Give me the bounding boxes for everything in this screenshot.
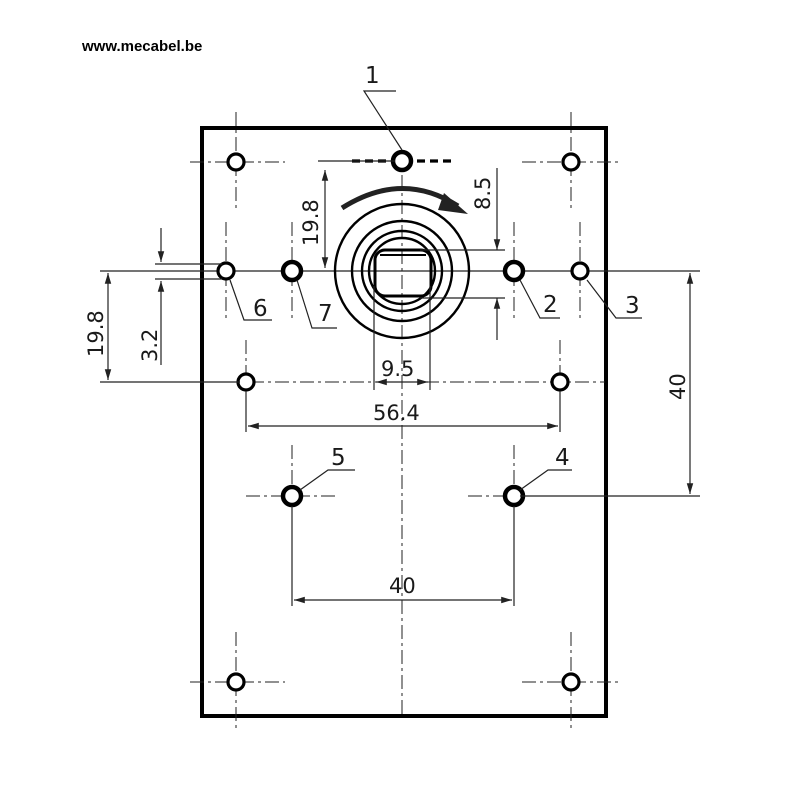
central-shaft — [333, 202, 471, 340]
callout-1: 1 — [365, 63, 380, 89]
dim-9-5: 9.5 — [381, 357, 414, 381]
corner-hole-top-right — [561, 152, 581, 172]
site-url[interactable]: www.mecabel.be — [82, 38, 203, 55]
corner-hole-bottom-left — [226, 672, 246, 692]
rotation-arrowhead — [438, 193, 468, 214]
corner-hole-top-left — [226, 152, 246, 172]
hole-6 — [216, 261, 236, 281]
hole-1 — [390, 149, 414, 173]
mid-hole-left — [236, 372, 256, 392]
callout-4: 4 — [555, 445, 570, 471]
side-hole-marks — [225, 222, 581, 430]
callout-5: 5 — [331, 445, 346, 471]
dim-8-5: 8.5 — [471, 177, 495, 210]
corner-hole-marks — [190, 112, 620, 730]
callout-6: 6 — [253, 296, 268, 322]
corner-hole-bottom-right — [561, 672, 581, 692]
hole-7 — [280, 259, 304, 283]
dim-19-8-left: 19.8 — [84, 310, 108, 357]
callout-2: 2 — [543, 292, 558, 318]
mid-hole-right — [550, 372, 570, 392]
hole-2 — [502, 259, 526, 283]
dim-56-4: 56.4 — [373, 401, 420, 425]
dim-40-bottom: 40 — [389, 574, 416, 598]
dim-19-8-top: 19.8 — [299, 199, 323, 246]
dim-3-2: 3.2 — [138, 329, 162, 362]
plate-outline — [200, 126, 608, 718]
callout-7: 7 — [318, 301, 333, 327]
hole-3 — [570, 261, 590, 281]
dim-40-right: 40 — [666, 373, 690, 400]
hole-5 — [280, 484, 304, 508]
callout-3: 3 — [625, 293, 640, 319]
callout-leaders — [229, 90, 642, 491]
